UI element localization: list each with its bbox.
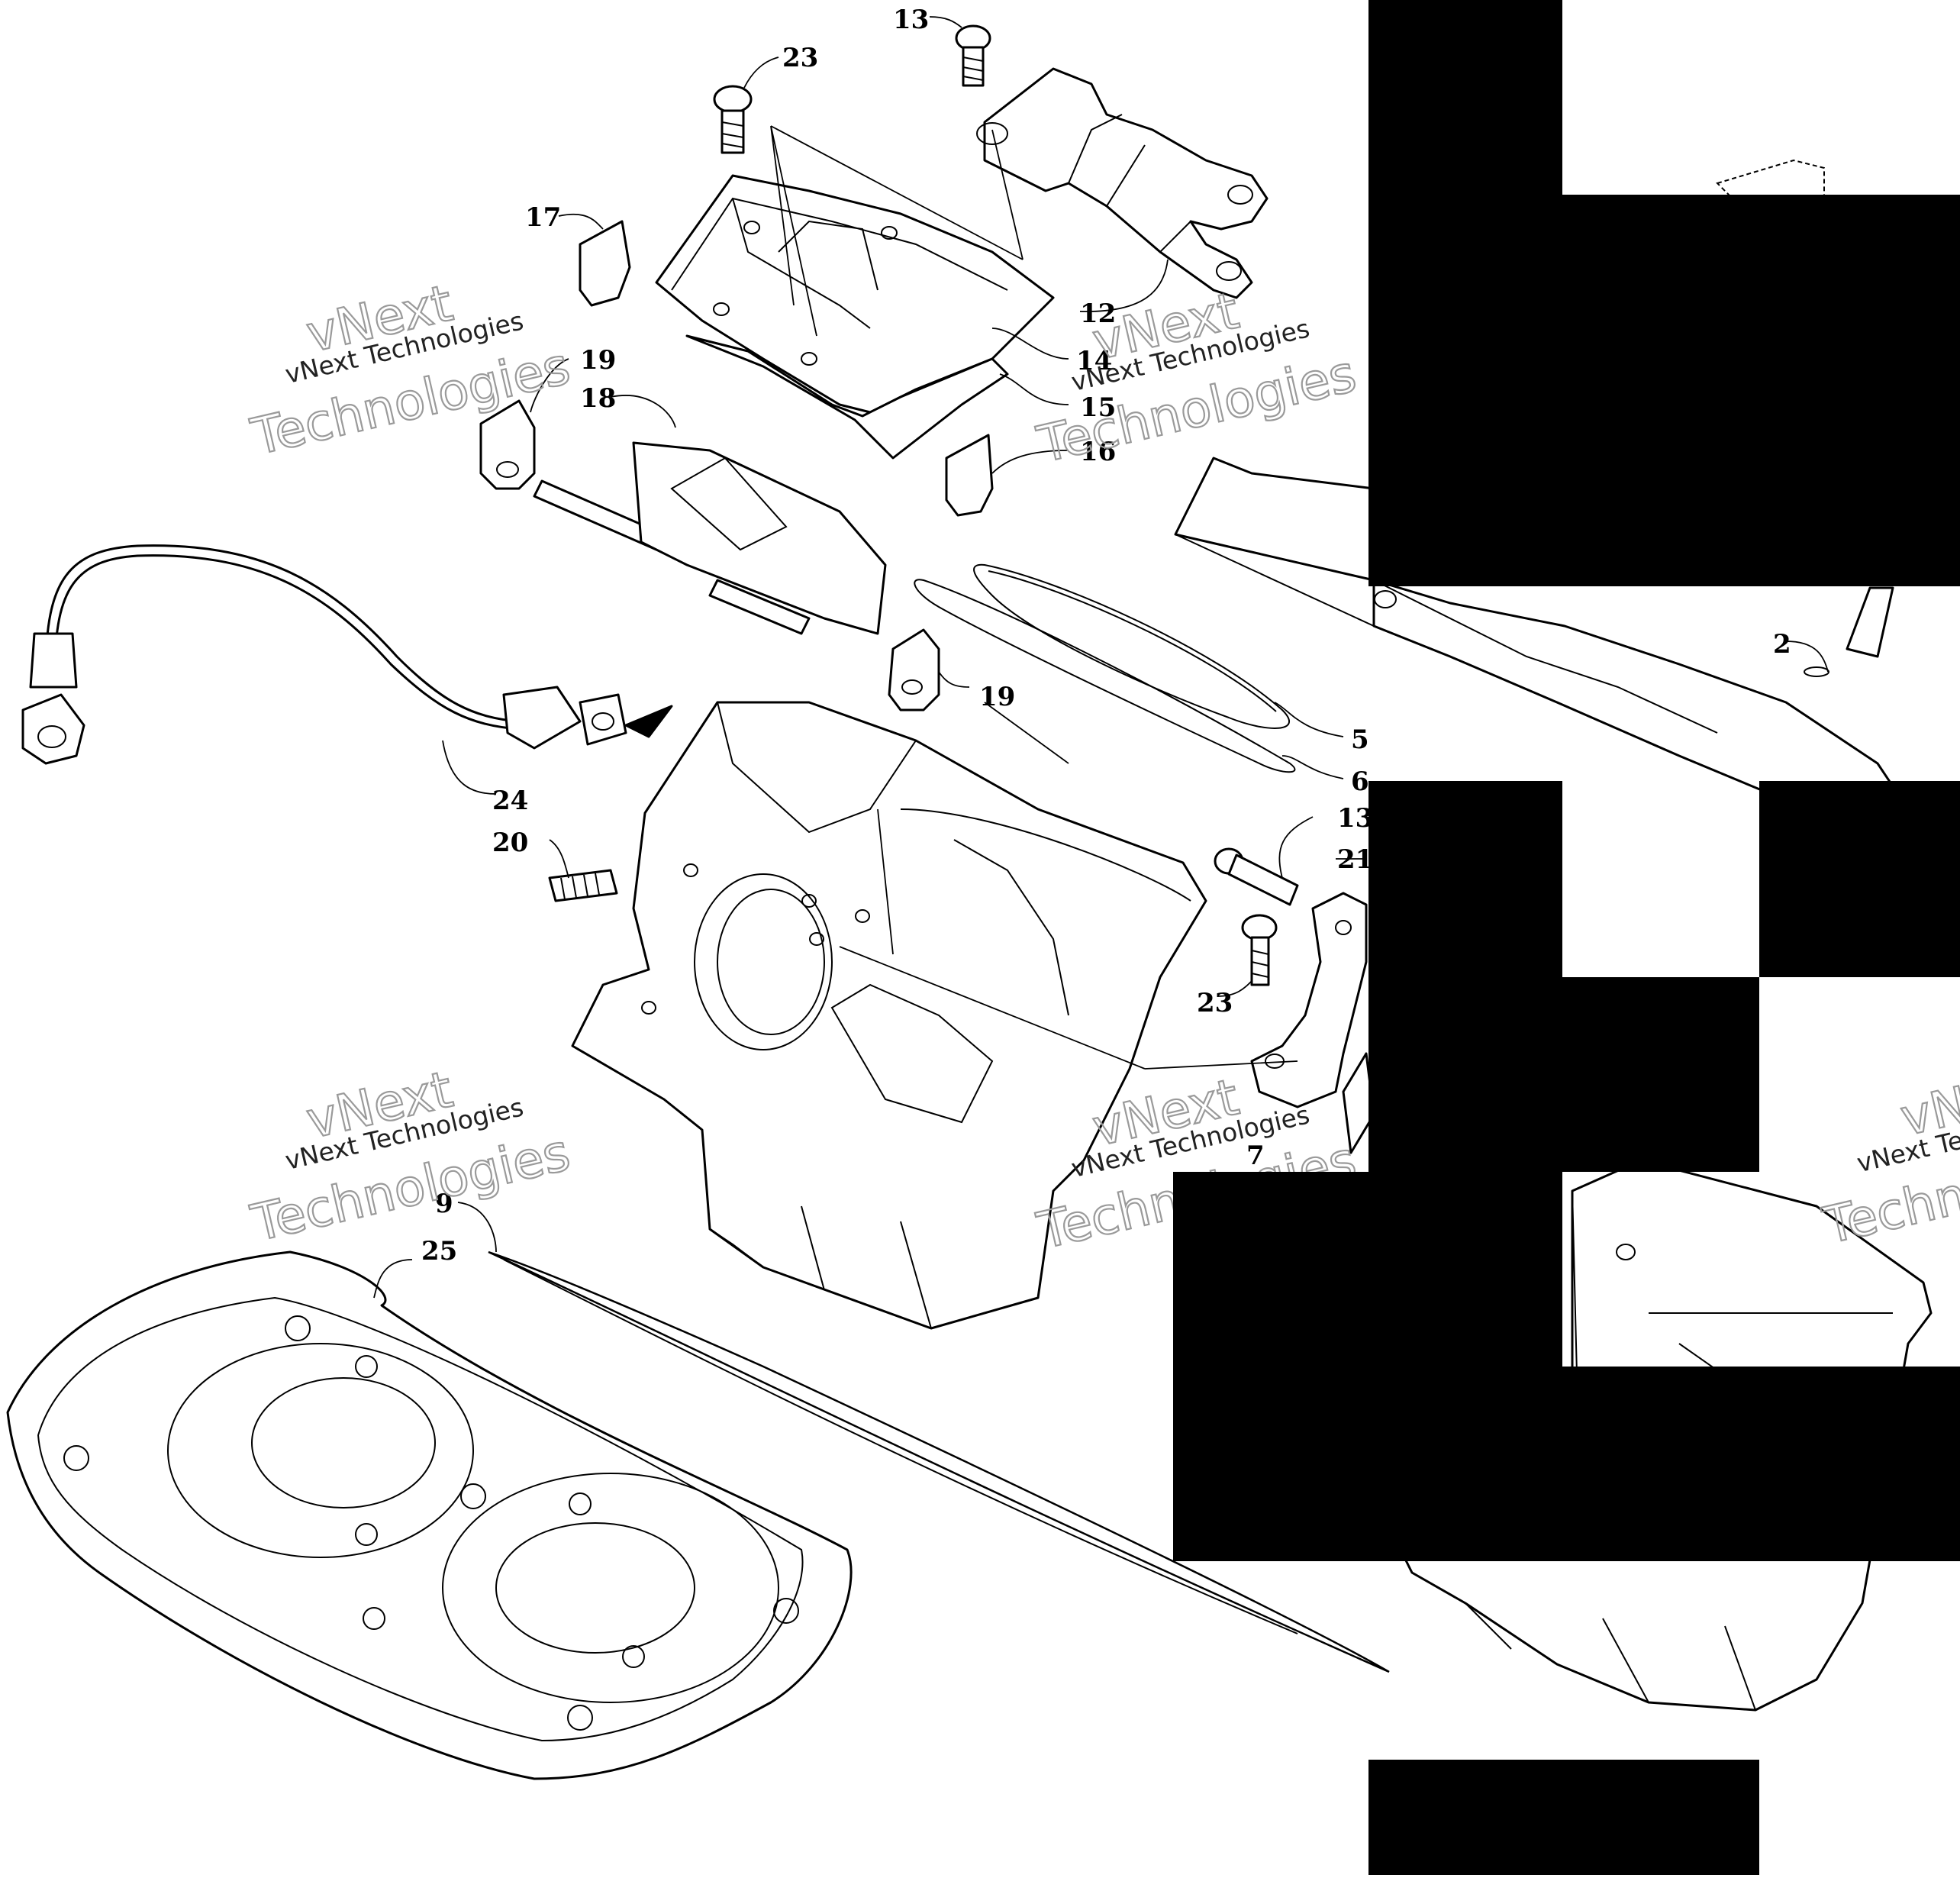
bolt-13-top	[955, 24, 991, 87]
cylinder-assembly-partial-upper	[1174, 159, 1894, 795]
redaction-block-5	[1562, 977, 1759, 1172]
watermark-2: vNext vNext Technologies Technologies	[1031, 280, 1362, 475]
callout-6: 6	[1351, 766, 1369, 797]
callout-9: 9	[435, 1189, 453, 1219]
base-gasket-9	[488, 1250, 1390, 1673]
sensor-hose-24	[21, 544, 673, 765]
callout-21: 21	[1337, 844, 1373, 875]
reed-stop-17	[579, 220, 631, 307]
callout-14: 14	[1076, 346, 1112, 376]
callout-15: 15	[1080, 392, 1116, 423]
redaction-block-6	[1173, 1172, 1368, 1561]
leader-lines	[373, 16, 1829, 1299]
redaction-block-1	[1368, 0, 1562, 586]
callout-13-lower: 13	[1337, 803, 1373, 834]
callout-13-top: 13	[893, 5, 929, 35]
callout-2: 2	[1773, 629, 1791, 660]
o-ring-5	[973, 563, 1290, 729]
bolt-23-lower	[1241, 914, 1278, 986]
callout-24: 24	[492, 786, 528, 816]
callout-19-lower: 19	[979, 682, 1015, 712]
callout-7: 7	[1246, 1141, 1265, 1171]
watermark-3: vNext vNext Technologies Technologies	[245, 1059, 576, 1254]
callout-23-lower: 23	[1197, 988, 1233, 1018]
svg-text:Techn: Techn	[1817, 1166, 1960, 1256]
o-ring-6	[914, 579, 1296, 773]
callout-25: 25	[421, 1236, 457, 1267]
clip-19-upper	[479, 399, 536, 490]
valve-18	[533, 441, 887, 635]
callout-17: 17	[525, 202, 561, 233]
bolt-23-top	[713, 85, 753, 154]
callout-20: 20	[492, 828, 528, 858]
callout-5: 5	[1351, 724, 1369, 755]
cylinder-block	[571, 701, 1207, 1330]
gasket-plate-25	[6, 1250, 853, 1780]
stud-20	[548, 869, 618, 902]
redaction-block-8	[1368, 1760, 1759, 1875]
redaction-block-2	[1562, 195, 1960, 586]
callout-19-upper: 19	[580, 345, 616, 376]
callout-labels: 13 23 17 12 14 15 16 19 18 19 5 6 2 24 2…	[421, 5, 1791, 1267]
reed-stop-16	[945, 434, 994, 517]
redaction-masks	[1173, 0, 1960, 1875]
bolt-13-lower	[1214, 847, 1299, 906]
callout-12: 12	[1080, 298, 1116, 329]
bracket-12	[976, 67, 1269, 299]
clip-19-lower	[888, 628, 940, 712]
redaction-block-3	[1368, 781, 1562, 1561]
callout-16: 16	[1080, 437, 1116, 467]
redaction-block-7	[1562, 1367, 1960, 1561]
gasket-15	[685, 334, 1009, 460]
callout-18: 18	[580, 383, 616, 414]
callout-23-top: 23	[782, 43, 818, 73]
redaction-block-4	[1759, 781, 1960, 977]
